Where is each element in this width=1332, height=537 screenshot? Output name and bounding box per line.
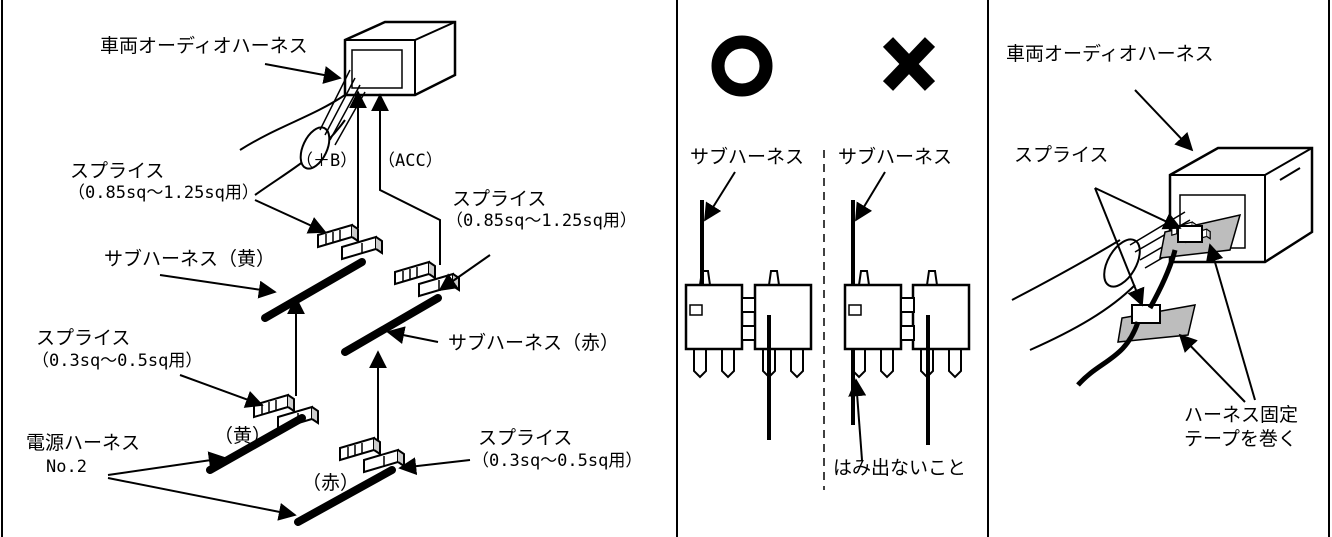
- label-good-sub-harness: サブハーネス: [690, 146, 805, 168]
- panel1-cable: [239, 69, 366, 196]
- circle-ok-mark: [711, 35, 773, 97]
- label-splice-top-left: スプライス: [70, 160, 165, 182]
- panel3-wires: [1076, 249, 1178, 387]
- label-yellow-mark: （黄）: [214, 425, 272, 447]
- label-car-audio-harness: 車両オーディオハーネス: [100, 35, 308, 57]
- label-splice-bottom-right-spec: （0.3sq〜0.5sq用）: [472, 451, 643, 471]
- panel3-leader-arrows: [1094, 89, 1256, 403]
- label-splice-top-right-spec: （0.85sq〜1.25sq用）: [446, 211, 637, 231]
- panel1-leader-arrows: [107, 63, 491, 521]
- label-panel3-car-harness: 車両オーディオハーネス: [1006, 43, 1214, 65]
- panel3-splice-bottom-body: [1131, 304, 1161, 324]
- label-plus-b: （＋B）: [296, 151, 358, 171]
- label-tape-line1: ハーネス固定: [1184, 404, 1299, 426]
- label-sub-harness-yellow: サブハーネス（黄）: [104, 248, 276, 270]
- label-panel3-splice: スプライス: [1014, 144, 1109, 166]
- label-splice-bottom-right: スプライス: [478, 427, 573, 449]
- label-protrude-note: はみ出ないこと: [833, 457, 967, 479]
- panel1-car-harness-connector: [343, 20, 457, 97]
- label-splice-bottom-left-spec: （0.3sq〜0.5sq用）: [32, 351, 203, 371]
- cross-ng-mark: [882, 37, 936, 91]
- label-sub-harness-red: サブハーネス（赤）: [448, 332, 620, 354]
- panel1-sub-harness-wires: [206, 258, 442, 526]
- label-acc: （ACC）: [378, 151, 443, 171]
- panel3-splice-top-body: [1177, 225, 1203, 243]
- label-power-harness: 電源ハーネス: [26, 432, 141, 454]
- bad-example: [843, 171, 971, 461]
- label-splice-bottom-left: スプライス: [36, 327, 131, 349]
- label-red-mark: （赤）: [302, 472, 360, 494]
- label-splice-top-left-spec: （0.85sq〜1.25sq用）: [68, 183, 259, 203]
- label-tape-line2: テープを巻く: [1184, 428, 1297, 450]
- splice-connector-top-right: [394, 261, 460, 297]
- label-splice-top-right: スプライス: [452, 188, 547, 210]
- splice-connector-top-left: [317, 224, 383, 260]
- label-bad-sub-harness: サブハーネス: [838, 146, 953, 168]
- panel1-flow-arrows: [287, 90, 441, 440]
- label-power-harness-no: No.2: [46, 457, 87, 477]
- good-example: [684, 171, 813, 440]
